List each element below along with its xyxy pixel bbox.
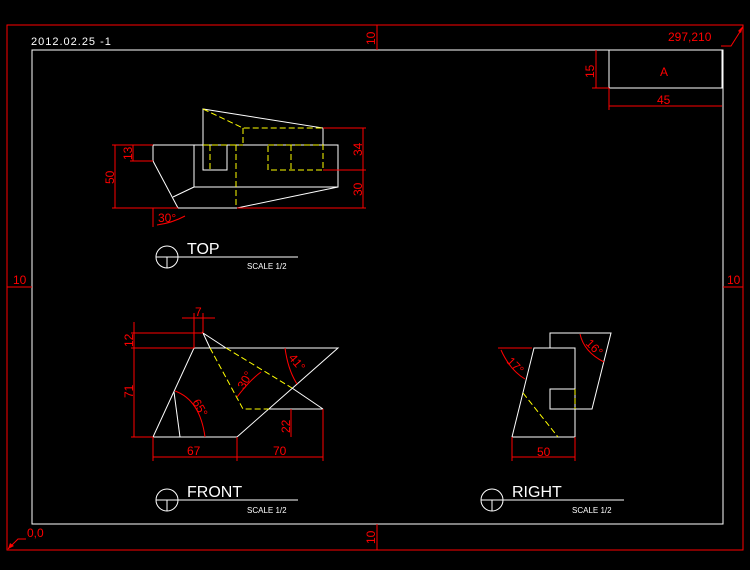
origin-label: 0,0	[27, 526, 44, 540]
top-dim-angle: 30°	[158, 211, 176, 225]
front-dim-offset: 7	[195, 305, 202, 319]
front-view-dimensions: 7 12 71 67 70 22 65° 30° 41°	[122, 305, 324, 461]
paper-outline	[6, 24, 744, 551]
front-dim-height: 71	[122, 384, 136, 398]
margin-dimensions: 10 10 10 10	[7, 25, 743, 550]
top-dim-upper: 34	[351, 142, 365, 156]
sheet-border	[6, 24, 744, 551]
front-dim-right-width: 70	[273, 444, 287, 458]
front-dim-step: 22	[279, 419, 293, 433]
title-block-width-dim: 45	[657, 93, 671, 107]
right-view-title: RIGHT	[512, 484, 562, 501]
top-view-scale: SCALE 1/2	[247, 262, 287, 271]
front-dim-angle-c: 41°	[286, 351, 309, 374]
right-view-geometry	[511, 332, 612, 438]
right-dim-angle-left: 17°	[504, 354, 527, 377]
drawing-frame	[31, 49, 724, 525]
front-dim-angle-a: 65°	[189, 397, 210, 420]
front-view[interactable]: 7 12 71 67 70 22 65° 30° 41° FR	[122, 305, 340, 515]
top-dim-overall: 50	[103, 170, 117, 184]
right-view-scale: SCALE 1/2	[572, 506, 612, 515]
front-dim-angle-b: 30°	[234, 369, 255, 392]
paper-size-label: 297,210	[668, 30, 712, 44]
top-view-geometry	[152, 108, 339, 209]
top-view[interactable]: 50 13 34 30 30° TOP SCALE 1/2	[103, 108, 366, 271]
right-view-dimensions: 17° 16° 50	[498, 333, 606, 461]
front-view-hidden-lines	[209, 347, 293, 410]
title-block: A 15 45	[583, 49, 723, 110]
origin-annotation: 0,0	[7, 526, 44, 550]
front-view-label: FRONT SCALE 1/2	[155, 484, 298, 515]
right-view-label: RIGHT SCALE 1/2	[480, 484, 624, 515]
right-view-hidden-lines	[522, 389, 576, 438]
right-dim-angle-right: 16°	[583, 336, 606, 359]
top-view-hidden-lines	[202, 108, 324, 208]
paper-size-annotation: 297,210	[668, 26, 744, 47]
margin-left-dim: 10	[13, 273, 27, 287]
date-stamp: 2012.02.25 -1	[31, 36, 112, 48]
title-block-height-dim: 15	[583, 64, 597, 78]
margin-right-dim: 10	[727, 273, 741, 287]
front-view-title: FRONT	[187, 484, 242, 501]
title-block-letter: A	[660, 65, 668, 79]
margin-top-dim: 10	[364, 31, 378, 45]
front-view-scale: SCALE 1/2	[247, 506, 287, 515]
margin-bottom-dim: 10	[364, 530, 378, 544]
front-dim-left-width: 67	[187, 444, 201, 458]
top-dim-notch: 13	[121, 146, 135, 160]
top-view-title: TOP	[187, 241, 220, 258]
top-view-dimensions: 50 13 34 30 30°	[103, 127, 366, 227]
top-dim-lower: 30	[351, 182, 365, 196]
right-dim-width: 50	[537, 445, 551, 459]
top-view-label: TOP SCALE 1/2	[155, 241, 298, 271]
front-dim-rise: 12	[122, 333, 136, 347]
right-view[interactable]: 17° 16° 50 RIGHT SCALE 1/2	[480, 332, 624, 515]
